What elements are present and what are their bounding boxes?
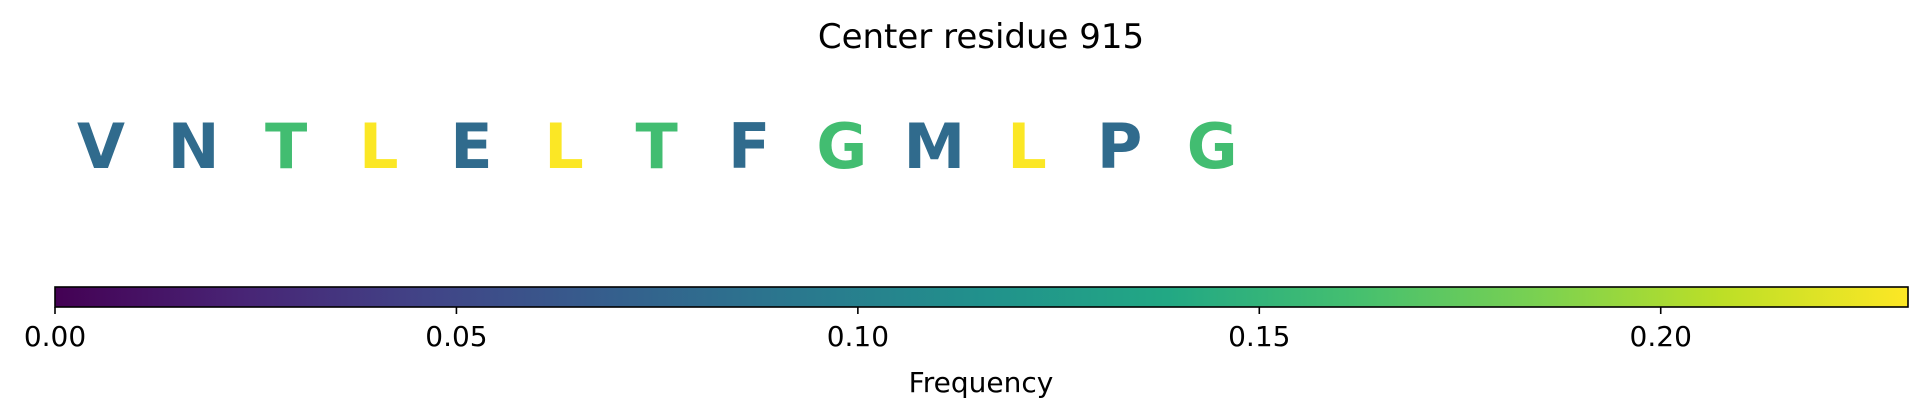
residue-letter: T bbox=[265, 110, 307, 183]
residue-letter: L bbox=[544, 110, 584, 183]
residue-letter: T bbox=[635, 110, 677, 183]
colorbar: 0.00 0.05 0.10 0.15 0.20 Frequency bbox=[24, 286, 1909, 399]
residue-letter: V bbox=[77, 110, 125, 183]
residue-letter: G bbox=[816, 110, 867, 183]
colorbar-tick-label: 0.20 bbox=[1630, 320, 1692, 353]
colorbar-tick-label: 0.05 bbox=[425, 320, 487, 353]
residue-letter: F bbox=[728, 110, 770, 183]
colorbar-tick-label: 0.10 bbox=[827, 320, 889, 353]
residue-letter: E bbox=[450, 110, 492, 183]
residue-letter: M bbox=[904, 110, 966, 183]
colorbar-tick-label: 0.00 bbox=[24, 320, 86, 353]
colorbar-ticks: 0.00 0.05 0.10 0.15 0.20 bbox=[24, 307, 1692, 353]
colorbar-gradient bbox=[55, 287, 1908, 307]
residue-letter: P bbox=[1097, 110, 1142, 183]
residue-letter: L bbox=[359, 110, 399, 183]
colorbar-frame bbox=[54, 286, 1909, 308]
residue-letter: L bbox=[1007, 110, 1047, 183]
chart-title: Center residue 915 bbox=[818, 17, 1144, 57]
colorbar-tick-label: 0.15 bbox=[1228, 320, 1290, 353]
residue-letter: G bbox=[1187, 110, 1238, 183]
colorbar-label: Frequency bbox=[909, 366, 1054, 399]
residue-letter: N bbox=[168, 110, 220, 183]
